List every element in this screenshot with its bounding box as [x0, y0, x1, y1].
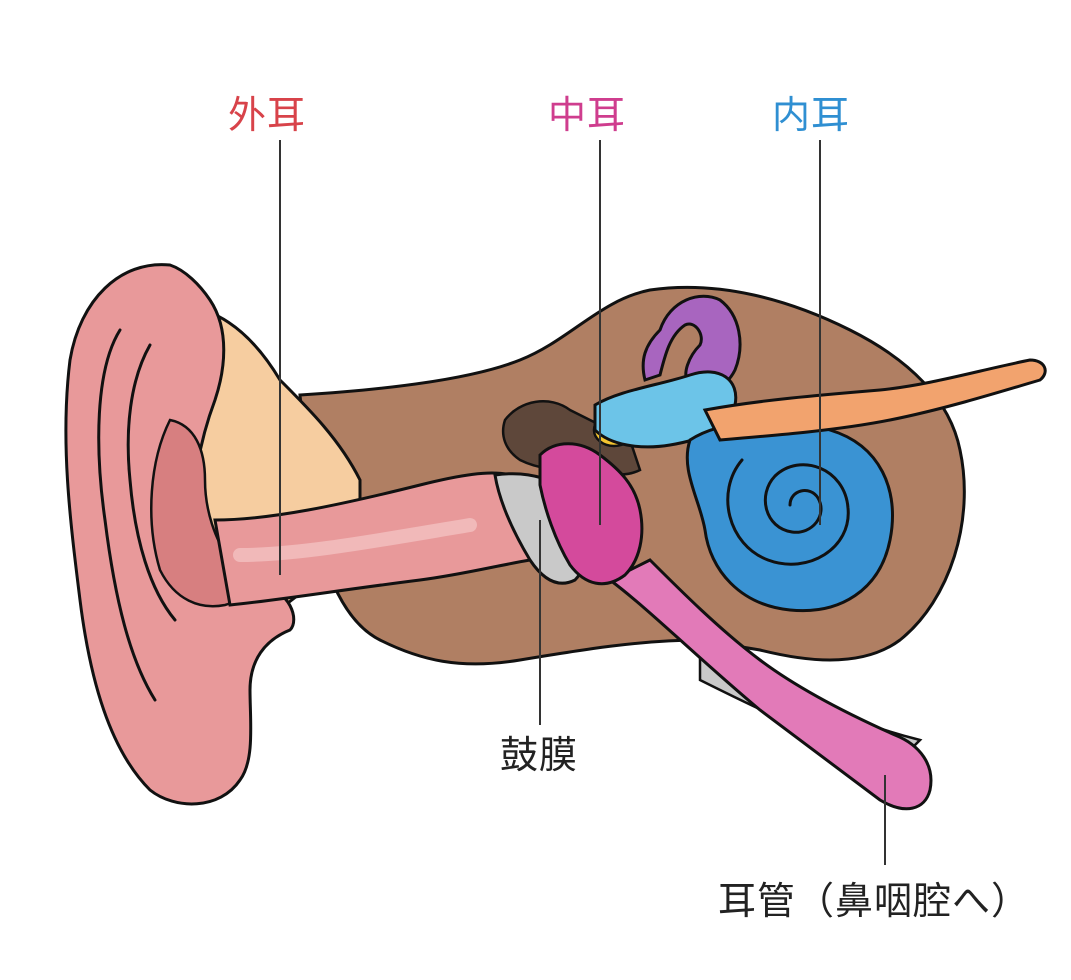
label-middle-ear: 中耳	[548, 93, 627, 137]
label-eustachian-tube: 耳管（鼻咽腔へ）	[718, 879, 1031, 923]
pinna-fold-2	[126, 343, 177, 622]
pinna-fold	[97, 328, 157, 702]
label-inner-ear: 内耳	[772, 93, 851, 137]
middle-ear-structure	[538, 442, 644, 586]
semicircular-canal	[641, 294, 742, 392]
label-outer-ear: 外耳	[228, 93, 307, 137]
eustachian-tube	[607, 558, 933, 811]
label-eardrum: 鼓膜	[500, 733, 579, 777]
auditory-nerve	[702, 358, 1047, 442]
ear-canal-highlight	[233, 518, 477, 562]
